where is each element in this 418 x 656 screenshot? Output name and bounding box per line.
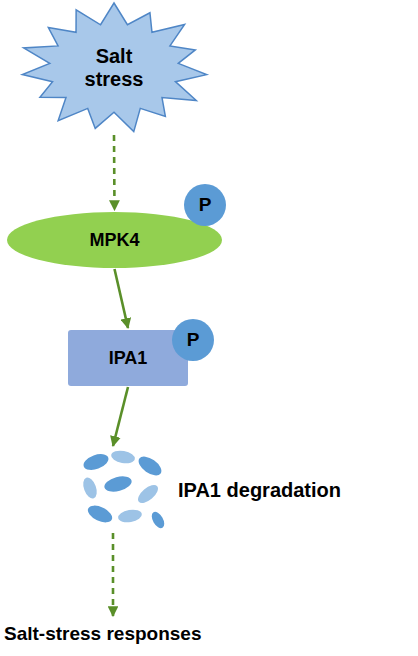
- node-label: IPA1 degradation: [178, 474, 412, 506]
- fragment-blob: [149, 510, 167, 531]
- circle-shape: [184, 184, 226, 226]
- fragment-blob: [81, 476, 100, 501]
- fragment-blob: [135, 482, 161, 507]
- kinase-ellipse: MPK4P: [7, 212, 222, 268]
- fragment-blob: [85, 502, 114, 526]
- flow-arrow: [113, 135, 116, 210]
- flow-arrow: [112, 533, 115, 616]
- fragment-blob: [117, 508, 143, 524]
- ellipse-shape: [7, 212, 222, 268]
- degradation-node: IPA1 degradation: [78, 448, 412, 532]
- fragment-blob: [135, 453, 164, 479]
- circle-shape: [172, 319, 214, 361]
- flow-arrow: [113, 387, 128, 446]
- phosphate-circle: P: [184, 184, 226, 226]
- starburst-shape: [22, 3, 206, 132]
- protein-box: IPA1P: [68, 330, 188, 386]
- response-node: Salt-stress responses: [4, 618, 384, 650]
- node-label: P: [172, 319, 214, 361]
- flow-arrow: [115, 269, 129, 328]
- fragment-blob: [103, 474, 134, 495]
- phosphate-circle: P: [172, 319, 214, 361]
- fragment-blob: [81, 451, 110, 473]
- stress-starburst: Salt stress: [18, 2, 210, 134]
- node-label: Salt-stress responses: [4, 618, 384, 650]
- node-label: Salt stress: [64, 32, 164, 104]
- node-label: IPA1: [68, 330, 188, 386]
- node-label: P: [184, 184, 226, 226]
- fragment-blob: [110, 449, 136, 465]
- node-label: MPK4: [7, 212, 222, 268]
- rect-shape: [68, 330, 188, 386]
